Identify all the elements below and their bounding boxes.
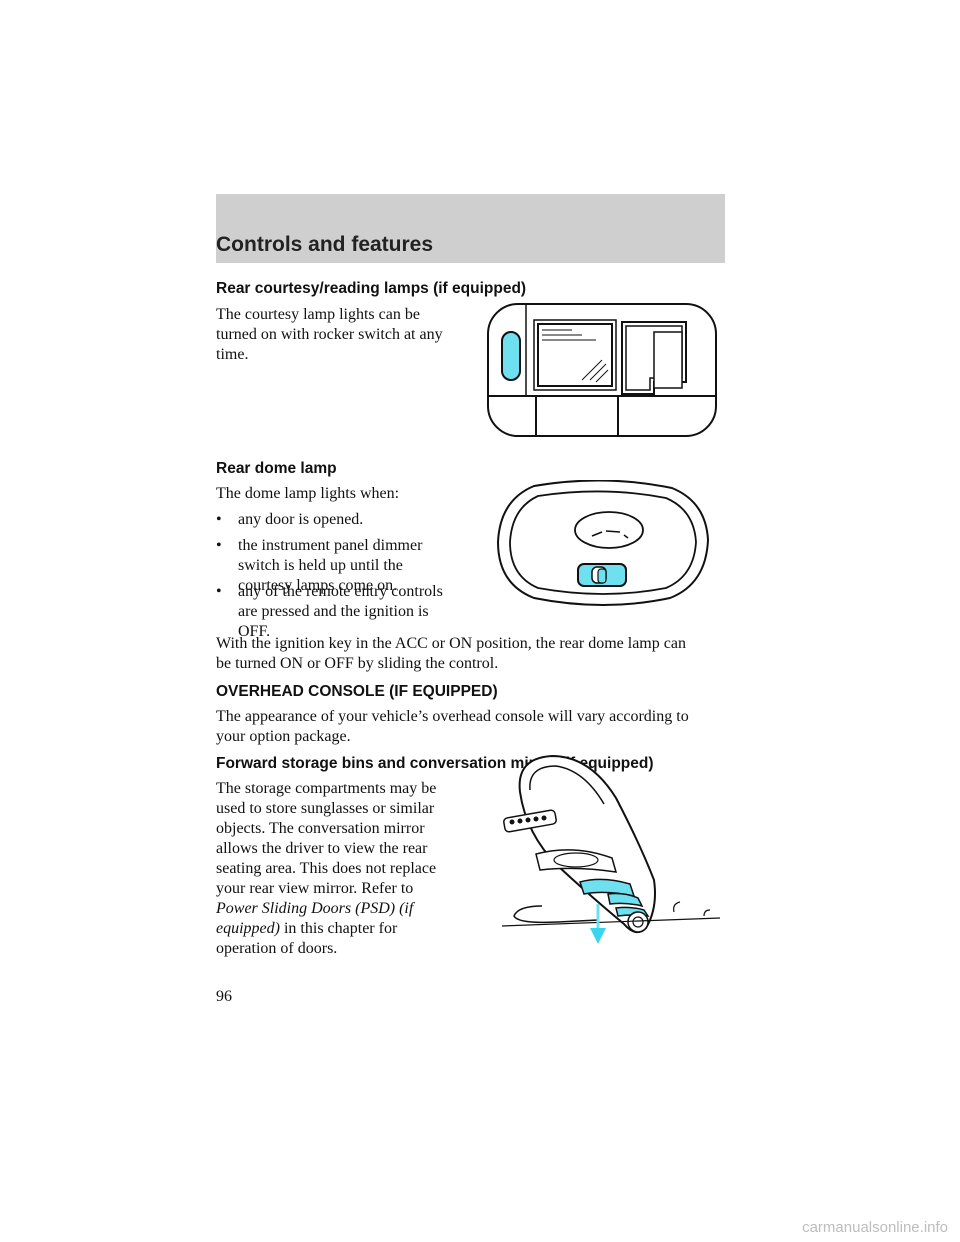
overhead-console-illustration: [501, 754, 721, 944]
list-item-text: any door is opened.: [238, 511, 364, 528]
list-item: • any door is opened.: [216, 510, 466, 530]
paragraph-line: your rear view mirror. Refer to: [216, 880, 414, 897]
watermark: carmanualsonline.info: [802, 1219, 948, 1236]
section-heading-overhead-console: OVERHEAD CONSOLE (IF EQUIPPED): [216, 683, 498, 700]
page-number: 96: [216, 988, 232, 1005]
list-item: • the instrument panel dimmer switch is …: [216, 536, 466, 596]
section-heading-rear-dome-lamp: Rear dome lamp: [216, 460, 337, 477]
bullet-glyph: •: [216, 583, 222, 600]
paragraph-line: your option package.: [216, 728, 351, 745]
paragraph-line: With the ignition key in the ACC or ON p…: [216, 635, 686, 652]
paragraph-line: operation of doors.: [216, 940, 338, 957]
section-heading-courtesy-lamps: Rear courtesy/reading lamps (if equipped…: [216, 280, 527, 297]
paragraph-line: objects. The conversation mirror: [216, 820, 425, 837]
list-item-text: are pressed and the ignition is: [238, 603, 429, 620]
paragraph-line: equipped) in this chapter for: [216, 919, 397, 939]
paragraph-line: seating area. This does not replace: [216, 860, 437, 877]
bullet-glyph: •: [216, 537, 222, 554]
paragraph-line: allows the driver to view the rear: [216, 840, 428, 857]
paragraph-line: The courtesy lamp lights can be: [216, 306, 420, 323]
bullet-glyph: •: [216, 511, 222, 528]
paragraph-line: The dome lamp lights when:: [216, 485, 400, 502]
paragraph-line: The storage compartments may be: [216, 780, 437, 797]
list-item-text: the instrument panel dimmer: [238, 537, 423, 554]
paragraph-line: in this chapter for: [279, 920, 398, 937]
cross-reference-italic: Power Sliding Doors (PSD) (if: [216, 900, 414, 917]
list-item-text: switch is held up until the: [238, 557, 403, 574]
paragraph-line: used to store sunglasses or similar: [216, 800, 435, 817]
rocker-switch: [501, 331, 521, 381]
list-item: • any of the remote entry controls are p…: [216, 582, 466, 642]
paragraph-line: The appearance of your vehicle’s overhea…: [216, 708, 689, 725]
courtesy-lamp-illustration: [487, 303, 717, 437]
paragraph-line: be turned ON or OFF by sliding the contr…: [216, 655, 499, 672]
header-band: [216, 194, 725, 263]
list-item-text: any of the remote entry controls: [238, 583, 443, 600]
dome-lamp-illustration: [496, 480, 710, 606]
list-item-text: OFF.: [238, 623, 271, 640]
arrow-down-icon: [590, 928, 606, 944]
cross-reference-italic: equipped): [216, 920, 280, 937]
paragraph-line: turned on with rocker switch at any: [216, 326, 443, 343]
paragraph-line: time.: [216, 346, 249, 363]
list-item-text: courtesy lamps come on.: [238, 577, 398, 594]
page-header-title: Controls and features: [216, 233, 434, 256]
